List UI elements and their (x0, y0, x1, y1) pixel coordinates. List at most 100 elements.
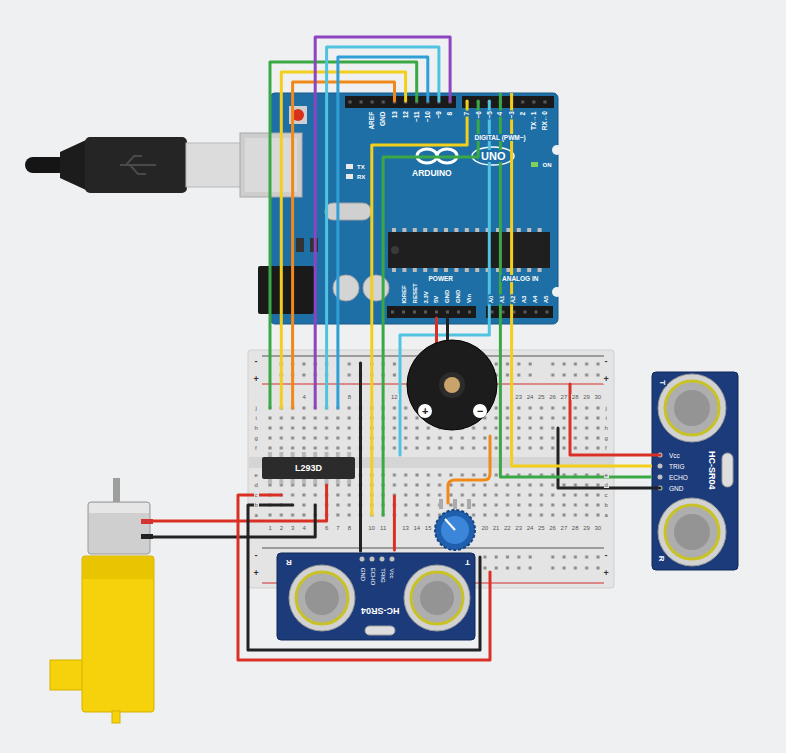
row-letter: e (254, 472, 259, 479)
board-label: ON (542, 162, 553, 169)
chip-label: L293D (294, 463, 323, 473)
column-number: 4 (301, 394, 306, 401)
column-number: 24 (526, 525, 535, 532)
sensor-label: Vcc (389, 567, 396, 579)
mounting-notch (552, 287, 562, 297)
pot-pointer (445, 519, 455, 530)
buzzer-ring (439, 372, 465, 398)
sensor-label: HC-SR04 (707, 450, 717, 491)
ultrasonic-sensor: GNDECHOTRIGVccHC-SR04RT (277, 553, 475, 640)
board-label: Vin (466, 293, 473, 304)
buzzer (407, 340, 497, 430)
wire (270, 62, 417, 408)
column-number: 24 (526, 394, 535, 401)
sensor-label: GND (668, 485, 684, 492)
gearbox (82, 556, 154, 712)
sensor-pin (360, 557, 365, 562)
row-letter: h (604, 425, 609, 432)
mounting-notch (552, 145, 562, 155)
board-label: GND (455, 289, 462, 304)
sensor-pcb (277, 553, 475, 640)
transducer-ring (665, 505, 719, 559)
row-letter: b (254, 502, 259, 509)
wire (238, 495, 490, 660)
column-number: 8 (347, 394, 352, 401)
wire (293, 82, 395, 408)
wire (281, 72, 405, 408)
column-number: 8 (347, 525, 352, 532)
column-number: 30 (593, 394, 602, 401)
row-letter: j (255, 405, 258, 412)
row-letter: c (604, 492, 609, 499)
column-number: 23 (514, 394, 523, 401)
transducer-mesh (305, 581, 339, 615)
column-number: 13 (401, 525, 410, 532)
column-number: 25 (537, 525, 546, 532)
board-label: GND (444, 289, 451, 304)
transducer-mesh (420, 581, 454, 615)
rail-sign: + (603, 374, 610, 384)
row-letter: g (604, 435, 609, 442)
arduino-board: AREFGND1312~11~10~987~6~54~32TX→1RX←0DIG… (270, 93, 558, 324)
pin-header (486, 306, 553, 318)
rail-line (262, 548, 604, 549)
row-letter: j (605, 405, 608, 412)
sensor-label: HC-SR04 (360, 606, 401, 616)
sensor-pin (658, 475, 663, 480)
row-letter: d (604, 482, 609, 489)
rail-sign: + (603, 568, 610, 578)
pin-holes (387, 306, 476, 318)
microcontroller-chip (388, 232, 550, 268)
sensor-label: R (657, 554, 666, 562)
pin-header (387, 306, 476, 318)
wire (383, 101, 478, 515)
board-label: RX←0 (541, 110, 548, 131)
sensor-label: T (657, 379, 666, 386)
sensor-crystal (722, 453, 733, 487)
pin-holes (462, 96, 554, 108)
board-label: RX (356, 174, 366, 181)
board-label: RESET (411, 282, 418, 304)
wire (359, 363, 362, 551)
board-label: ~11 (413, 110, 420, 123)
chip-pins (392, 228, 546, 232)
board-label: A0 (488, 294, 495, 304)
board-label: AREF (368, 110, 375, 130)
wire (448, 436, 490, 503)
transducer-ring (665, 381, 719, 435)
sensor-pcb (652, 372, 738, 570)
gearbox-top (83, 557, 153, 579)
crystal (325, 203, 371, 220)
transducer (404, 565, 470, 631)
column-number: 27 (560, 394, 569, 401)
polarity-sign: − (476, 405, 484, 418)
sensor-label: T (464, 558, 471, 567)
chip-legs (266, 479, 353, 484)
column-number: 29 (582, 394, 591, 401)
wire (248, 505, 480, 650)
transducer (658, 374, 726, 442)
sensor-pin (390, 557, 395, 562)
board-label: A1 (499, 294, 506, 304)
transducer-mesh (674, 390, 710, 426)
motor-driver-chip: L293D (262, 457, 355, 479)
motor-shaft (113, 478, 120, 504)
sensor-label: Vcc (668, 452, 681, 459)
transducer (658, 498, 726, 566)
wire (152, 505, 315, 537)
chip-notch (391, 246, 399, 254)
pot-pin (453, 499, 457, 509)
row-letter: e (604, 472, 609, 479)
ultrasonic-sensor: VccTRIGECHOGNDHC-SR04TR (652, 372, 738, 570)
pot-pin (439, 499, 443, 509)
column-number: 15 (424, 525, 433, 532)
wire (570, 384, 660, 455)
row-letter: f (604, 445, 608, 452)
signal-wire (500, 93, 652, 477)
sensor-label: R (285, 558, 293, 567)
column-number: 1 (268, 525, 273, 532)
pin-holes (486, 306, 553, 318)
row-letter: d (254, 482, 259, 489)
column-number: 14 (413, 525, 422, 532)
column-number: 3 (290, 525, 295, 532)
